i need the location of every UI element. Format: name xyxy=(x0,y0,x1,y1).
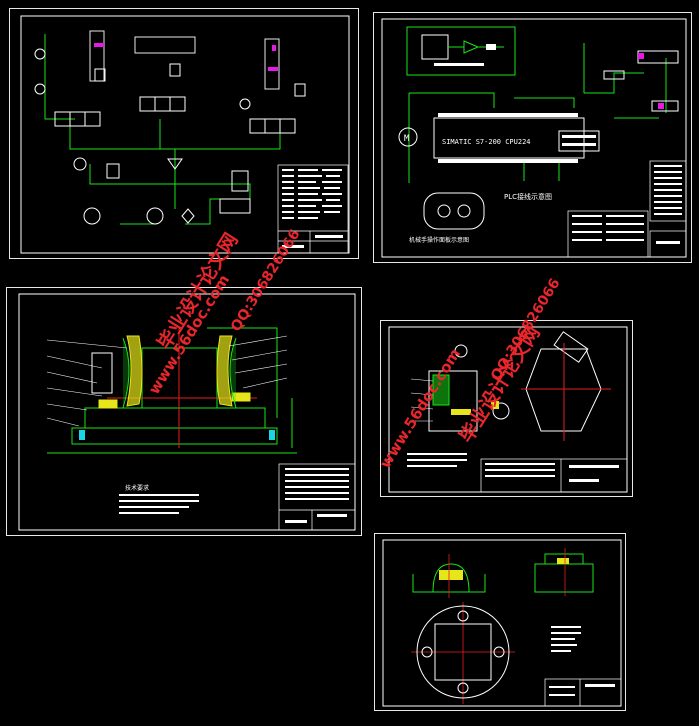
panel-caption: 机械手操作面板示意图 xyxy=(409,236,469,244)
svg-text:M: M xyxy=(404,134,410,144)
part-drawing xyxy=(382,539,622,707)
plc-cpu-label: SIMATIC S7-200 CPU224 xyxy=(442,138,531,146)
part-drawing-sheet xyxy=(374,533,626,711)
hydraulic-schematic-drawing xyxy=(20,15,350,254)
plc-wiring-drawing: SIMATIC S7-200 CPU224 M PLC接线示意图 机械手操作面板… xyxy=(381,18,687,258)
gripper-drawing xyxy=(388,326,628,493)
assembly-drawing: 技术要求 xyxy=(18,293,356,531)
gripper-drawing-sheet xyxy=(380,320,633,497)
plc-wiring-sheet: SIMATIC S7-200 CPU224 M PLC接线示意图 机械手操作面板… xyxy=(373,12,692,263)
plc-caption: PLC接线示意图 xyxy=(504,192,552,201)
assembly-drawing-sheet: 技术要求 xyxy=(6,287,362,536)
hydraulic-schematic-sheet xyxy=(9,8,359,259)
assembly-notes-title: 技术要求 xyxy=(125,484,149,492)
